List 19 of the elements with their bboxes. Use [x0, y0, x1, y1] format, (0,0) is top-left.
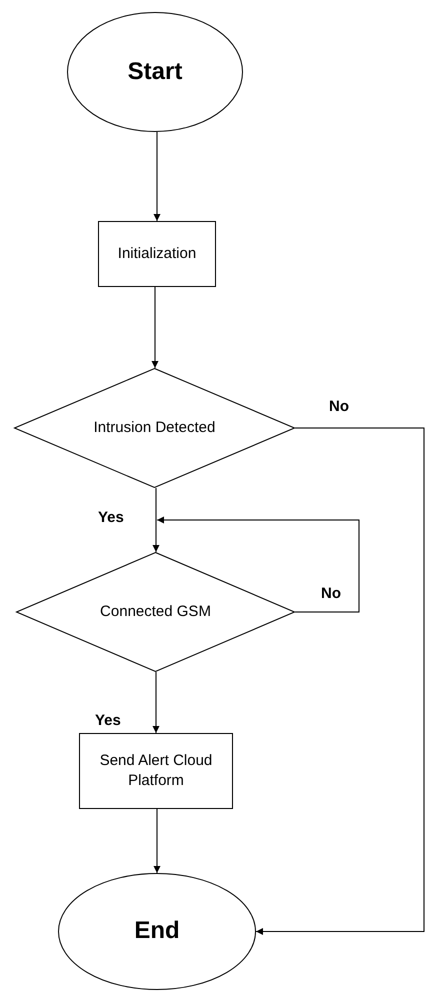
arrow: [154, 808, 160, 874]
decision-diamond: [16, 552, 295, 672]
node-label: Send Alert Cloud Platform: [98, 750, 214, 791]
decision-diamond: [14, 368, 295, 488]
node-label: Initialization: [116, 244, 198, 264]
arrow: [154, 132, 160, 222]
terminal-ellipse: [67, 12, 243, 132]
terminal-label: End: [134, 916, 180, 946]
node-label: Connected GSM: [100, 602, 211, 622]
node-label: Intrusion Detected: [94, 418, 216, 438]
arrow: [152, 286, 158, 368]
process-box: [79, 733, 233, 809]
arrow: [156, 516, 360, 612]
arrow: [152, 488, 160, 552]
terminal-ellipse: [58, 873, 256, 990]
process-box: [98, 221, 216, 287]
terminal-label: Start: [128, 56, 182, 87]
arrow: [256, 428, 424, 935]
arrow: [152, 672, 160, 734]
